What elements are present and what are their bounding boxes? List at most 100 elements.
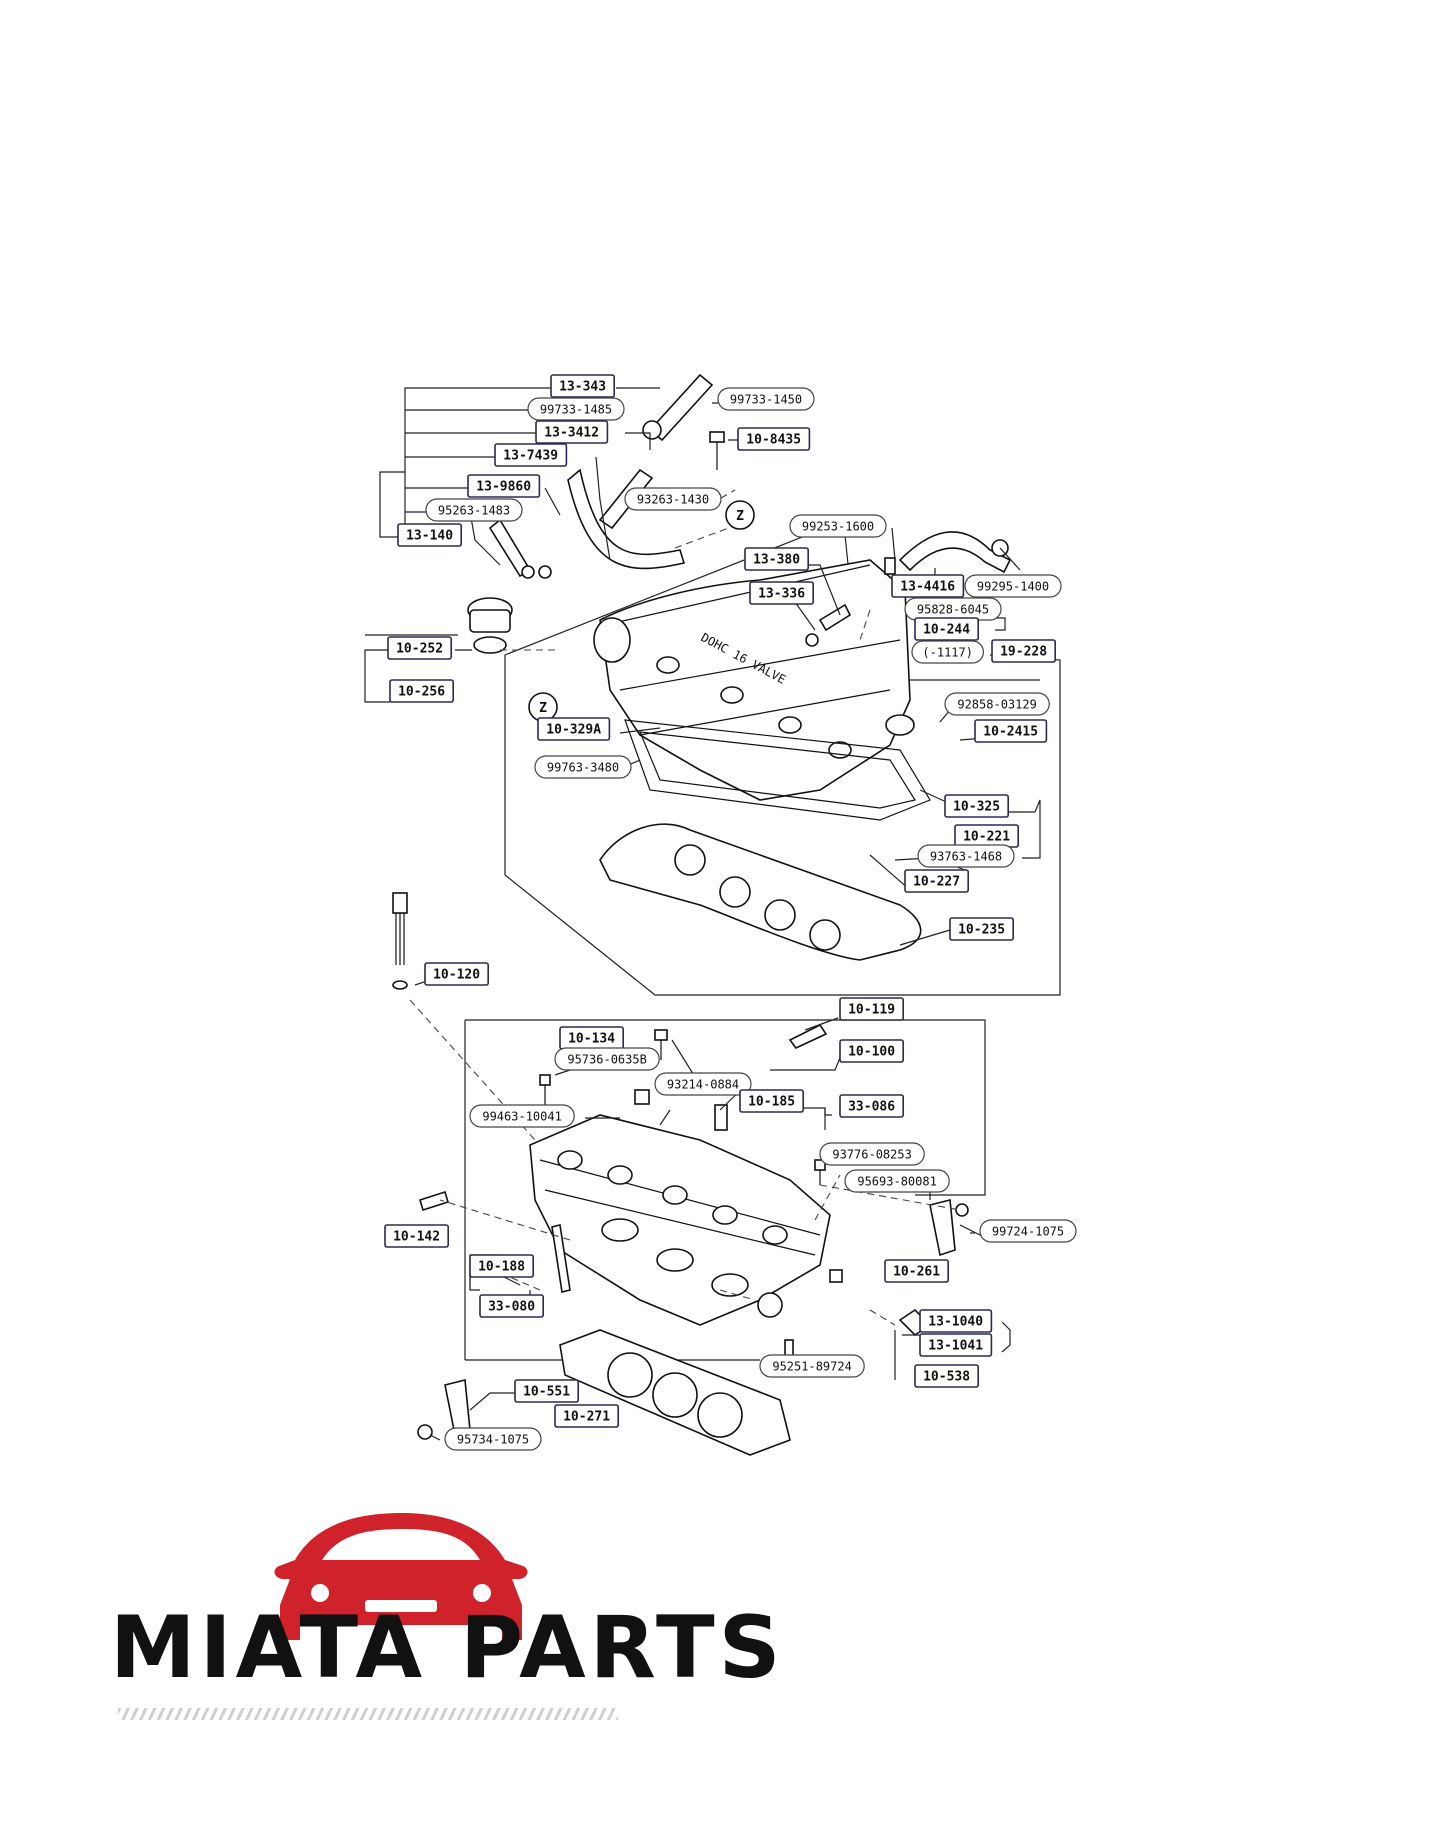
part-number-label: 13-336 — [758, 587, 805, 602]
part-number-label: 93776-08253 — [832, 1148, 911, 1162]
part-callout-frame — [535, 420, 609, 444]
part-callout-9: 13-140 — [397, 523, 463, 547]
part-callout-frame — [839, 1039, 905, 1063]
part-number-label: 10-188 — [478, 1260, 525, 1275]
part-callout-19: 10-252 — [387, 636, 453, 660]
part-callout-frame — [819, 1142, 925, 1166]
part-callout-39: 99463-10041 — [469, 1104, 575, 1128]
part-callout-frame — [944, 794, 1010, 818]
part-number-label: 10-227 — [913, 875, 960, 890]
part-callout-frame — [919, 1333, 993, 1357]
car-logo-grille — [365, 1600, 437, 1612]
part-number-label: 99253-1600 — [802, 520, 874, 534]
part-callout-20: 10-256 — [389, 679, 455, 703]
part-callout-frame — [964, 574, 1062, 598]
part-callout-23: 92858-03129 — [944, 692, 1050, 716]
part-callout-5: 10-8435 — [737, 427, 811, 451]
part-callout-frame — [469, 1104, 575, 1128]
part-number-label: 13-4416 — [900, 580, 955, 595]
part-number-label: 13-343 — [559, 380, 606, 395]
part-callout-frame — [389, 679, 455, 703]
part-callout-frame — [891, 574, 965, 598]
part-callout-3: 99733-1485 — [527, 397, 625, 421]
part-callout-frame — [839, 1094, 905, 1118]
head-bolt — [392, 892, 408, 990]
part-callout-frame — [884, 1259, 950, 1283]
leader-lines — [364, 387, 1041, 1441]
part-callout-36: 93214-0884 — [654, 1072, 752, 1096]
part-callout-27: 10-221 — [954, 824, 1020, 848]
part-number-label: 10-221 — [963, 830, 1010, 845]
part-callout-frame — [944, 692, 1050, 716]
part-callout-48: 13-1041 — [919, 1333, 993, 1357]
part-callout-frame — [949, 917, 1015, 941]
part-callout-frame — [979, 1219, 1077, 1243]
part-callout-30: 10-235 — [949, 917, 1015, 941]
part-callout-frame — [917, 844, 1015, 868]
part-callout-44: 10-188 — [469, 1254, 535, 1278]
part-number-label: 10-538 — [923, 1370, 970, 1385]
part-callout-7: 13-9860 — [467, 474, 541, 498]
part-callout-53: 95734-1075 — [444, 1427, 542, 1451]
part-number-label: 33-080 — [488, 1300, 535, 1315]
part-number-label: 95734-1075 — [457, 1433, 529, 1447]
part-number-label: 13-9860 — [476, 480, 531, 495]
part-callout-51: 10-538 — [914, 1364, 980, 1388]
part-number-label: 13-7439 — [503, 449, 558, 464]
breather-hose-side — [884, 531, 1012, 575]
brand-underline — [118, 1708, 618, 1720]
part-number-label: 13-140 — [406, 529, 453, 544]
part-callout-frame — [914, 1364, 980, 1388]
part-callout-24: 10-2415 — [974, 719, 1048, 743]
oil-filler-cap — [467, 597, 513, 654]
part-callout-frame — [717, 387, 815, 411]
part-number-label: 10-119 — [848, 1003, 895, 1018]
cover-gasket-lower — [599, 823, 922, 961]
part-callout-frame — [554, 1404, 620, 1428]
part-callout-frame — [749, 581, 815, 605]
part-callout-26: 10-325 — [944, 794, 1010, 818]
part-number-label: 13-1041 — [928, 1339, 983, 1354]
zoom-marker-top: Z — [725, 500, 755, 530]
part-callout-21: 19-228 — [991, 639, 1057, 663]
part-number-label: 10-244 — [923, 623, 970, 638]
part-number-label: 95736-0635B — [567, 1053, 646, 1067]
part-callout-frame — [991, 639, 1057, 663]
part-callout-10: 93263-1430 — [624, 487, 722, 511]
brand-name: MIATA PARTS — [110, 1598, 785, 1698]
part-callout-frame — [387, 636, 453, 660]
part-number-label: 10-100 — [848, 1045, 895, 1060]
part-number-label: 99733-1450 — [730, 393, 802, 407]
part-callout-frame — [914, 617, 980, 641]
part-callout-frame — [537, 717, 611, 741]
part-number-label: 13-1040 — [928, 1315, 983, 1330]
part-callout-frame — [444, 1427, 542, 1451]
part-callout-frame — [789, 514, 887, 538]
part-callout-frame — [514, 1379, 580, 1403]
zoom-marker-cover-label: Z — [539, 701, 547, 716]
part-number-label: 19-228 — [1000, 645, 1047, 660]
part-callout-frame — [739, 1089, 805, 1113]
part-callout-12: 13-380 — [744, 547, 810, 571]
part-number-label: 10-235 — [958, 923, 1005, 938]
part-number-label: (-1117) — [922, 646, 973, 660]
part-number-label: 13-380 — [753, 553, 800, 568]
part-callout-frame — [467, 474, 541, 498]
part-number-label: 10-252 — [396, 642, 443, 657]
part-callout-16: 95828-6045 — [904, 597, 1002, 621]
part-number-label: 10-329A — [546, 723, 601, 738]
part-callout-frame — [844, 1169, 950, 1193]
part-number-label: 99733-1485 — [540, 403, 612, 417]
part-callout-2: 99733-1450 — [717, 387, 815, 411]
part-callout-frame — [737, 427, 811, 451]
part-callout-14: 13-4416 — [891, 574, 965, 598]
part-callout-frame — [904, 869, 970, 893]
part-callout-frame — [397, 523, 463, 547]
bolt-top — [709, 431, 725, 470]
part-callout-1: 13-343 — [550, 374, 616, 398]
sports-car-icon — [274, 1513, 528, 1640]
part-number-label: 10-256 — [398, 685, 445, 700]
part-callout-frame — [911, 640, 985, 664]
